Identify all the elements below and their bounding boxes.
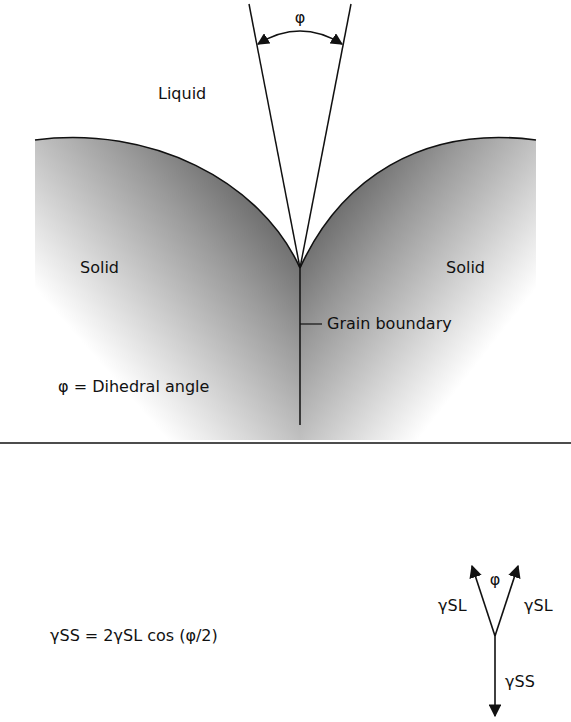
tension-label: γSL bbox=[438, 596, 467, 615]
tension-label: γSL bbox=[524, 596, 553, 615]
boundary-label: Grain boundary bbox=[327, 314, 452, 333]
phase-label: Liquid bbox=[158, 84, 206, 103]
solid-surface bbox=[300, 138, 536, 268]
phase-label: Solid bbox=[80, 258, 119, 277]
phase-label: Solid bbox=[446, 258, 485, 277]
tangent-line bbox=[249, 4, 300, 268]
angle-symbol: φ bbox=[295, 8, 306, 27]
leader-line bbox=[300, 323, 322, 324]
angle-arc bbox=[258, 31, 342, 44]
solid-shading bbox=[300, 138, 536, 440]
legend-note: φ = Dihedral angle bbox=[58, 377, 209, 396]
angle-symbol: φ bbox=[490, 570, 501, 589]
equation: γSS = 2γSL cos (φ/2) bbox=[50, 626, 218, 645]
solid-surface bbox=[35, 138, 300, 268]
tension-vector bbox=[494, 636, 496, 716]
separator-line bbox=[0, 442, 571, 444]
solid-shading bbox=[35, 138, 300, 440]
tension-label: γSS bbox=[505, 672, 535, 691]
grain-boundary-line bbox=[299, 268, 301, 425]
tangent-line bbox=[300, 4, 351, 268]
